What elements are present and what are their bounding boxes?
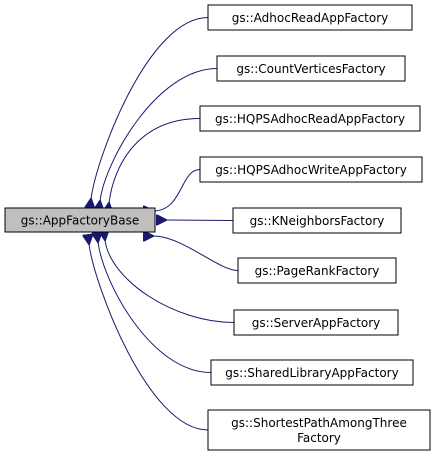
derived-class-box[interactable] (207, 409, 431, 451)
inheritance-edge (153, 169, 201, 212)
derived-class-label: gs::KNeighborsFactory (250, 214, 385, 228)
derived-class-label: gs::CountVerticesFactory (236, 62, 385, 76)
derived-class-label: gs::ShortestPathAmongThree (231, 416, 407, 430)
derived-class-box[interactable] (233, 309, 399, 336)
derived-class-label: gs::AdhocReadAppFactory (232, 11, 389, 25)
derived-class-label: gs::HQPSAdhocReadAppFactory (215, 112, 405, 126)
derived-class-label: gs::HQPSAdhocWriteAppFactory (215, 163, 407, 177)
derived-class-box[interactable] (207, 4, 413, 31)
derived-class-node[interactable]: gs::ServerAppFactory (233, 309, 399, 336)
inheritance-edge (109, 118, 201, 204)
derived-class-label: gs::PageRankFactory (255, 264, 380, 278)
inheritance-edge (166, 220, 234, 221)
inheritance-edge (89, 244, 209, 431)
inheritance-edge (153, 236, 239, 271)
derived-class-label: gs::SharedLibraryAppFactory (225, 366, 398, 380)
derived-class-node[interactable]: gs::PageRankFactory (237, 257, 397, 284)
derived-class-node[interactable]: gs::AdhocReadAppFactory (207, 4, 413, 31)
derived-class-node[interactable]: gs::HQPSAdhocWriteAppFactory (199, 156, 423, 183)
base-class-node[interactable]: gs::AppFactoryBase (4, 207, 156, 233)
derived-class-box[interactable] (216, 55, 406, 82)
derived-class-label: Factory (297, 431, 341, 445)
inheritance-edge (98, 242, 212, 373)
derived-class-nodes: gs::AdhocReadAppFactorygs::CountVertices… (199, 4, 431, 451)
base-class-label: gs::AppFactoryBase (21, 214, 139, 228)
derived-class-box[interactable] (237, 257, 397, 284)
derived-class-label: gs::ServerAppFactory (252, 316, 381, 330)
derived-class-box[interactable] (199, 156, 423, 183)
inheritance-edge (100, 68, 218, 202)
derived-class-node[interactable]: gs::KNeighborsFactory (232, 207, 402, 234)
derived-class-node[interactable]: gs::CountVerticesFactory (216, 55, 406, 82)
derived-class-box[interactable] (199, 105, 421, 132)
inheritance-edge (91, 17, 209, 200)
inheritance-edge (105, 240, 235, 323)
derived-class-node[interactable]: gs::HQPSAdhocReadAppFactory (199, 105, 421, 132)
derived-class-box[interactable] (210, 359, 414, 386)
derived-class-node[interactable]: gs::SharedLibraryAppFactory (210, 359, 414, 386)
base-class-box[interactable] (4, 207, 156, 233)
inheritance-edges (89, 17, 239, 431)
derived-class-box[interactable] (232, 207, 402, 234)
